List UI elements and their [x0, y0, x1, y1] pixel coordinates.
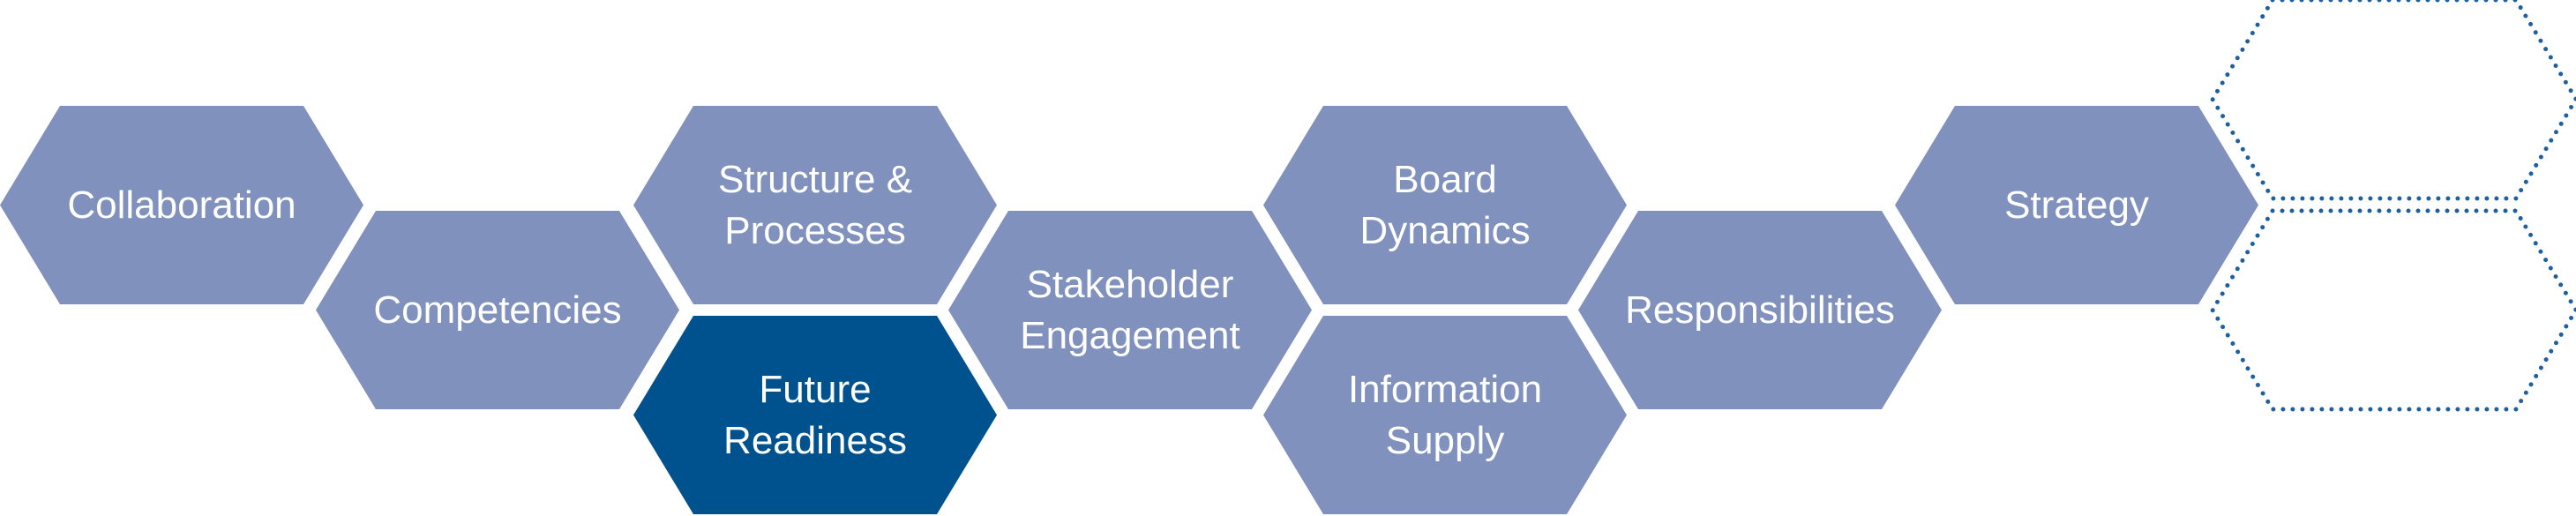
placeholder-hexagon-empty-bottom — [2210, 208, 2576, 412]
hexagon-label: Readiness — [723, 419, 907, 462]
hexagon-label: Strategy — [2004, 183, 2149, 227]
hexagon-label: Board — [1393, 158, 1496, 201]
hexagon-shape — [0, 106, 363, 304]
hexagon-shape — [316, 211, 679, 409]
hexagon-shape — [948, 211, 1312, 409]
hexagon-competencies: Competencies — [316, 211, 679, 409]
hexagon-label: Processes — [724, 209, 905, 252]
hexagon-label: Information — [1348, 368, 1542, 411]
hexagon-label: Collaboration — [67, 183, 296, 227]
hexagon-shape — [1578, 211, 1942, 409]
hexagon-label: Responsibilities — [1625, 288, 1895, 332]
hexagon-shape — [633, 316, 997, 514]
hexagon-shape — [1263, 316, 1627, 514]
hexagon-strategy: Strategy — [1895, 106, 2258, 304]
hexagon-collaboration: Collaboration — [0, 106, 363, 304]
hexagon-label: Future — [759, 368, 871, 411]
hexagon-responsibilities: Responsibilities — [1578, 211, 1942, 409]
hexagon-shape — [1895, 106, 2258, 304]
hexagon-shape — [1263, 106, 1627, 304]
hexagon-label: Dynamics — [1359, 209, 1530, 252]
hexagon-structure-processes: Structure & Processes — [633, 106, 997, 304]
hexagon-shape — [633, 106, 997, 304]
placeholder-hexagon-empty-top — [2210, 0, 2576, 201]
hexagon-label: Competencies — [373, 288, 621, 332]
hexagon-label: Supply — [1386, 419, 1505, 462]
hexagon-label: Engagement — [1020, 314, 1240, 357]
hexagon-label: Structure & — [718, 158, 912, 201]
hexagon-label: Stakeholder — [1027, 263, 1234, 306]
